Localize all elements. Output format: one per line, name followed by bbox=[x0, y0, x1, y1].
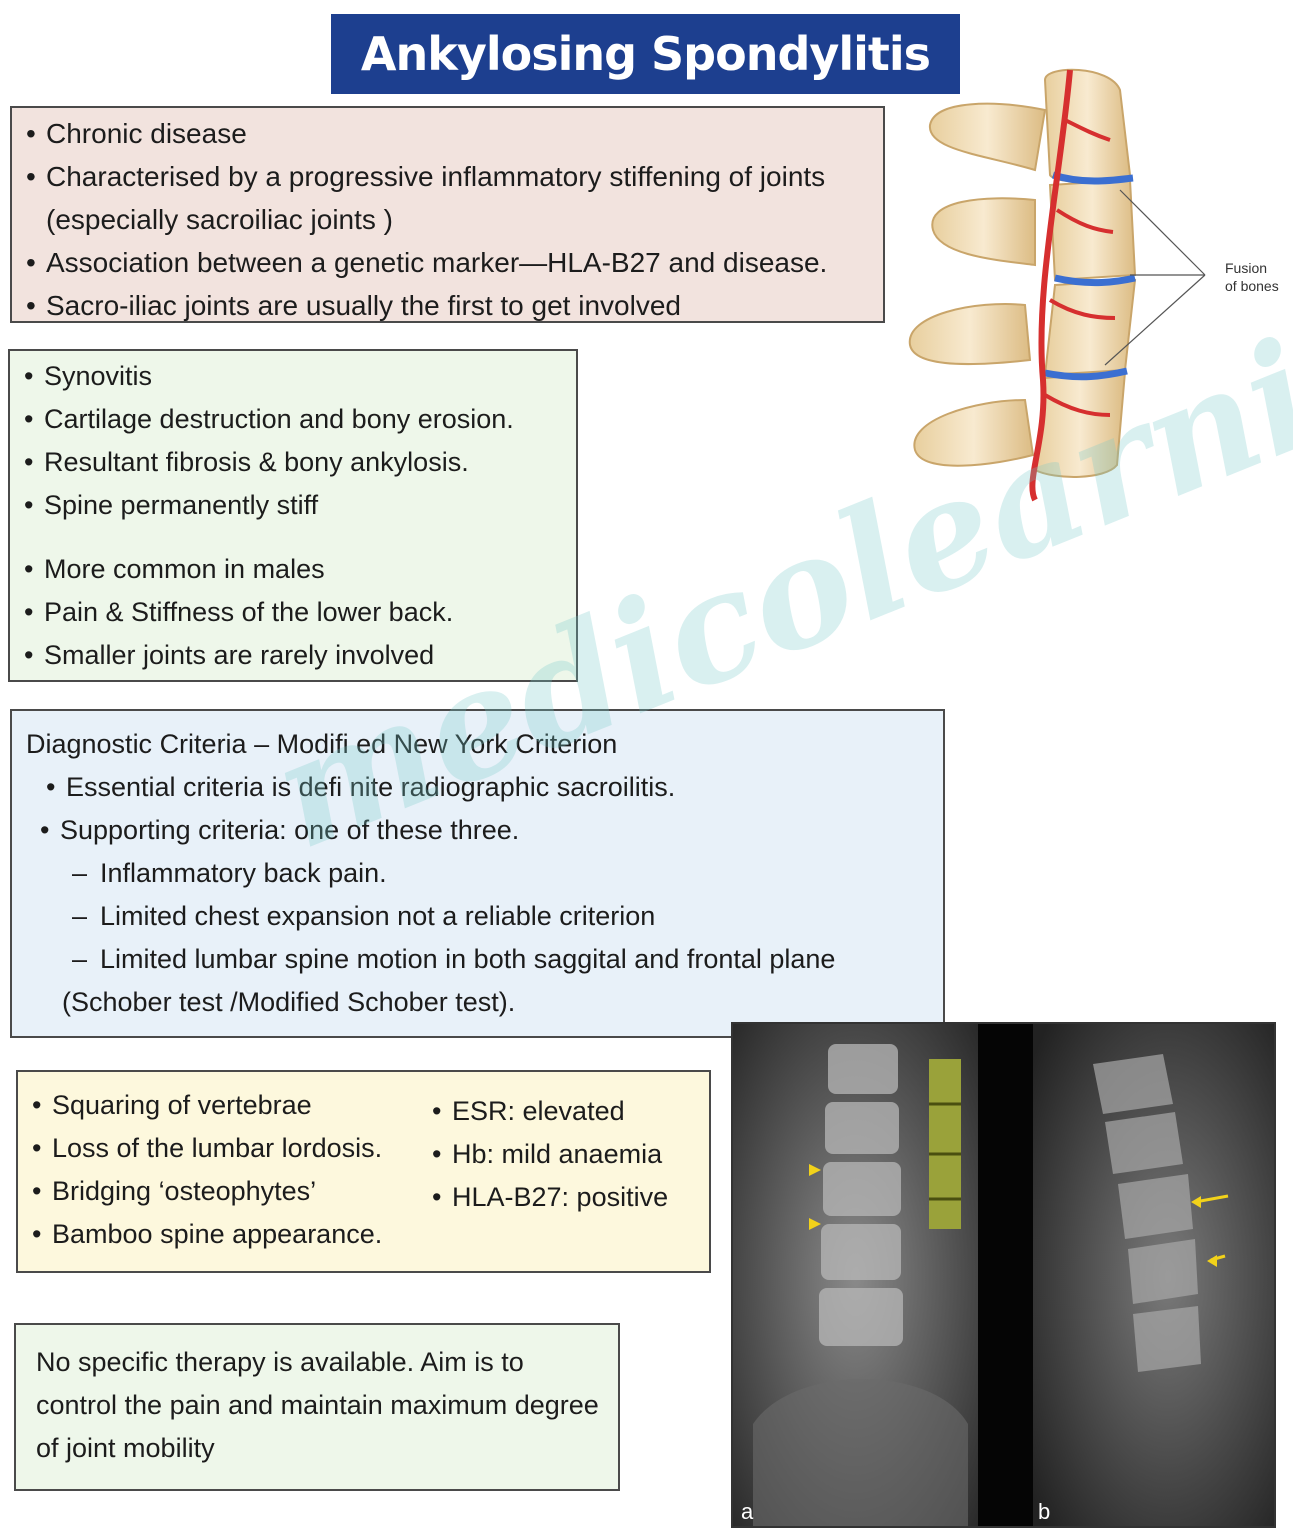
list-item: •Sacro-iliac joints are usually the firs… bbox=[26, 284, 883, 327]
overview-list: •Chronic disease •Characterised by a pro… bbox=[26, 112, 883, 327]
list-item: •Spine permanently stiff bbox=[24, 490, 319, 520]
fusion-label-line2: of bones bbox=[1225, 278, 1279, 294]
bullet: • bbox=[26, 247, 36, 278]
spine-illustration: Fusion of bones bbox=[908, 68, 1279, 502]
pathology-list-a: •Synovitis •Cartilage destruction and bo… bbox=[24, 355, 576, 527]
lab-findings-list: •ESR: elevated •Hb: mild anaemia •HLA-B2… bbox=[432, 1084, 668, 1271]
list-item: •Synovitis bbox=[24, 361, 153, 391]
list-item: •Cartilage destruction and bony erosion. bbox=[24, 404, 514, 434]
list-item: •Resultant fibrosis & bony ankylosis. bbox=[24, 447, 469, 477]
list-item: •Pain & Stiffness of the lower back. bbox=[24, 597, 454, 627]
therapy-box: No specific therapy is available. Aim is… bbox=[14, 1323, 620, 1491]
pathology-box: •Synovitis •Cartilage destruction and bo… bbox=[8, 349, 578, 682]
sub-list-item: –Inflammatory back pain. bbox=[72, 858, 387, 888]
list-item: •HLA-B27: positive bbox=[432, 1182, 669, 1212]
list-item: •Essential criteria is defi nite radiogr… bbox=[46, 772, 676, 802]
findings-box: •Squaring of vertebrae •Loss of the lumb… bbox=[16, 1070, 711, 1273]
radiology-findings-list: •Squaring of vertebrae •Loss of the lumb… bbox=[32, 1084, 432, 1271]
diagnostic-heading: Diagnostic Criteria – Modifi ed New York… bbox=[26, 729, 618, 759]
xray-label-b: b bbox=[1038, 1499, 1050, 1524]
sub-list-item: –Limited chest expansion not a reliable … bbox=[72, 901, 656, 931]
therapy-text: No specific therapy is available. Aim is… bbox=[36, 1347, 599, 1463]
page-title: Ankylosing Spondylitis bbox=[331, 14, 960, 94]
list-item: •Bridging ‘osteophytes’ bbox=[32, 1176, 317, 1206]
list-item: •Smaller joints are rarely involved bbox=[24, 640, 435, 670]
list-item: •Supporting criteria: one of these three… bbox=[40, 815, 520, 845]
list-item: •More common in males bbox=[24, 554, 325, 584]
pathology-list-b: •More common in males •Pain & Stiffness … bbox=[24, 548, 576, 677]
bullet: • bbox=[26, 118, 36, 149]
list-item: •Characterised by a progressive inflamma… bbox=[26, 155, 883, 241]
xray-label-a: a bbox=[741, 1499, 754, 1524]
list-item: •ESR: elevated bbox=[432, 1096, 625, 1126]
list-item: •Bamboo spine appearance. bbox=[32, 1219, 383, 1249]
list-item: •Loss of the lumbar lordosis. bbox=[32, 1133, 383, 1163]
diagnostic-criteria-box: Diagnostic Criteria – Modifi ed New York… bbox=[10, 709, 945, 1038]
xray-images: a b bbox=[731, 1022, 1276, 1528]
bullet: • bbox=[26, 290, 36, 321]
fusion-label-line1: Fusion bbox=[1225, 260, 1267, 276]
overview-box: •Chronic disease •Characterised by a pro… bbox=[10, 106, 885, 323]
list-item: •Association between a genetic marker—HL… bbox=[26, 241, 883, 284]
sub-list-item: –Limited lumbar spine motion in both sag… bbox=[72, 944, 836, 974]
diagnostic-list: •Essential criteria is defi nite radiogr… bbox=[26, 766, 943, 981]
list-item: •Squaring of vertebrae bbox=[32, 1090, 312, 1120]
schober-note: (Schober test /Modified Schober test). bbox=[62, 987, 516, 1017]
bullet: • bbox=[26, 161, 36, 192]
list-item: •Hb: mild anaemia bbox=[432, 1139, 663, 1169]
list-item: •Chronic disease bbox=[26, 112, 883, 155]
